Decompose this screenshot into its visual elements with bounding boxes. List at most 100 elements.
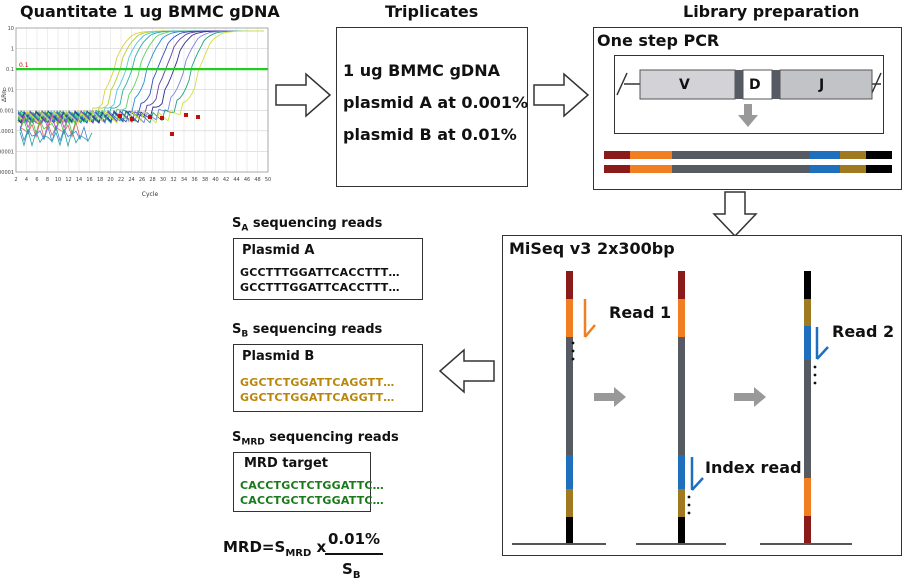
qpcr-y-tick-label: 10 <box>8 26 14 32</box>
triplicates-line-2: plasmid A at 0.001% <box>343 93 529 112</box>
qpcr-x-tick-label: 16 <box>86 177 92 183</box>
qpcr-curve <box>17 30 264 124</box>
qpcr-ticks: 1010.10.010.0010.00010.000010.0000012468… <box>0 26 271 183</box>
strand-3 <box>760 271 852 545</box>
index-read-label: Index read <box>705 458 802 477</box>
mrd-seq-1: CACCTGCTCTGGATTC… <box>240 479 384 492</box>
miseq-diagram <box>512 271 852 545</box>
plasmid-a-seq-2: GCCTTTGGATTCACCTTT… <box>240 281 400 294</box>
qpcr-x-tick-label: 24 <box>128 177 134 183</box>
qpcr-x-tick-label: 20 <box>107 177 113 183</box>
qpcr-x-tick-label: 44 <box>233 177 239 183</box>
qpcr-y-axis-label: ΔRn <box>1 90 8 102</box>
qpcr-curves <box>17 30 264 148</box>
qpcr-y-tick-label: 0.001 <box>0 108 14 114</box>
miseq-title: MiSeq v3 2x300bp <box>509 239 675 258</box>
library-prep-box: One step PCR V D J <box>593 27 902 190</box>
qpcr-curve <box>17 30 264 124</box>
arrow-down <box>712 191 758 238</box>
v-segment-label: V <box>679 77 690 93</box>
triplicates-line-3: plasmid B at 0.01% <box>343 125 517 144</box>
qpcr-y-tick-label: 0.00001 <box>0 149 14 155</box>
plasmid-a-title: Plasmid A <box>242 243 315 258</box>
mrd-formula-numerator: 0.01% <box>328 530 381 548</box>
strand-arrow-2 <box>734 387 766 407</box>
arrow-right-1 <box>275 72 332 118</box>
mrd-target-title: MRD target <box>244 456 328 471</box>
strand-2 <box>636 271 726 545</box>
one-step-pcr-title: One step PCR <box>597 31 720 50</box>
qpcr-x-tick-label: 4 <box>25 177 28 183</box>
plasmid-a-box: Plasmid A GCCTTTGGATTCACCTTT… GCCTTTGGAT… <box>233 238 423 300</box>
qpcr-ct-marker <box>118 114 122 118</box>
triplicates-box: 1 ug BMMC gDNA plasmid A at 0.001% plasm… <box>336 27 528 187</box>
strand-1 <box>512 271 606 545</box>
triplicates-panel-title: Triplicates <box>385 2 479 21</box>
qpcr-ct-marker <box>148 115 152 119</box>
qpcr-curve <box>17 30 264 124</box>
plasmid-b-seq-2: GGCTCTGGATTCAGGTT… <box>240 391 395 404</box>
qpcr-y-tick-label: 1 <box>11 47 14 53</box>
vdj-gene-schematic <box>616 69 882 127</box>
qpcr-x-tick-label: 42 <box>223 177 229 183</box>
qpcr-x-tick-label: 36 <box>191 177 197 183</box>
amplicon-2 <box>604 165 892 173</box>
qpcr-threshold-label: 0.1 <box>19 62 29 69</box>
qpcr-curve <box>17 30 264 124</box>
fraction-bar <box>325 553 383 555</box>
mrd-formula-denominator: SB <box>342 560 361 581</box>
qpcr-curve <box>17 30 264 124</box>
qpcr-noise-trace <box>19 120 81 140</box>
qpcr-curve <box>17 30 264 124</box>
sa-reads-header: SA sequencing reads <box>232 216 383 234</box>
qpcr-noise-trace <box>19 124 89 144</box>
d-segment-label: D <box>749 77 761 93</box>
qpcr-noise-trace <box>19 112 69 131</box>
qpcr-curve <box>17 30 264 124</box>
qpcr-x-axis-label: Cycle <box>142 191 159 198</box>
triplicates-line-1: 1 ug BMMC gDNA <box>343 61 500 80</box>
qpcr-ct-marker <box>130 117 134 121</box>
qpcr-x-tick-label: 2 <box>14 177 17 183</box>
qpcr-ct-marker <box>160 116 164 120</box>
smrd-reads-header: SMRD sequencing reads <box>232 430 399 448</box>
qpcr-y-tick-label: 0.01 <box>3 88 14 94</box>
qpcr-curve <box>17 30 264 124</box>
read-1-label: Read 1 <box>609 303 672 322</box>
mrd-target-box: MRD target CACCTGCTCTGGATTC… CACCTGCTCTG… <box>233 452 384 512</box>
qpcr-panel-title: Quantitate 1 ug BMMC gDNA <box>20 2 280 21</box>
qpcr-ct-marker <box>170 132 174 136</box>
arrow-right-2 <box>533 72 590 118</box>
qpcr-x-tick-label: 28 <box>149 177 155 183</box>
mrd-seq-2: CACCTGCTCTGGATTC… <box>240 494 384 507</box>
qpcr-curve <box>17 30 264 124</box>
qpcr-x-tick-label: 6 <box>35 177 38 183</box>
qpcr-y-tick-label: 0.000001 <box>0 170 14 176</box>
qpcr-x-tick-label: 8 <box>46 177 49 183</box>
arrow-left <box>438 348 495 394</box>
qpcr-ct-marker <box>184 113 188 117</box>
qpcr-x-tick-label: 14 <box>76 177 82 183</box>
qpcr-curve <box>17 30 264 124</box>
plasmid-a-seq-1: GCCTTTGGATTCACCTTT… <box>240 266 400 279</box>
qpcr-x-tick-label: 12 <box>65 177 71 183</box>
plasmid-b-seq-1: GGCTCTGGATTCAGGTT… <box>240 376 395 389</box>
qpcr-x-tick-label: 48 <box>254 177 260 183</box>
strand-arrow-1 <box>594 387 626 407</box>
qpcr-x-tick-label: 34 <box>181 177 187 183</box>
qpcr-x-tick-label: 30 <box>160 177 166 183</box>
sb-reads-header: SB sequencing reads <box>232 322 383 340</box>
qpcr-x-tick-label: 22 <box>118 177 124 183</box>
read-2-label: Read 2 <box>832 322 895 341</box>
amplicon-1 <box>604 151 892 159</box>
qpcr-y-tick-label: 0.0001 <box>0 129 14 135</box>
mrd-formula-lhs: MRD=SMRD x <box>223 538 327 559</box>
qpcr-x-tick-label: 32 <box>170 177 176 183</box>
qpcr-noise-trace <box>19 129 93 148</box>
plasmid-b-title: Plasmid B <box>242 349 315 364</box>
qpcr-x-tick-label: 18 <box>97 177 103 183</box>
qpcr-curve <box>17 30 264 124</box>
qpcr-x-tick-label: 10 <box>55 177 61 183</box>
qpcr-x-tick-label: 26 <box>139 177 145 183</box>
